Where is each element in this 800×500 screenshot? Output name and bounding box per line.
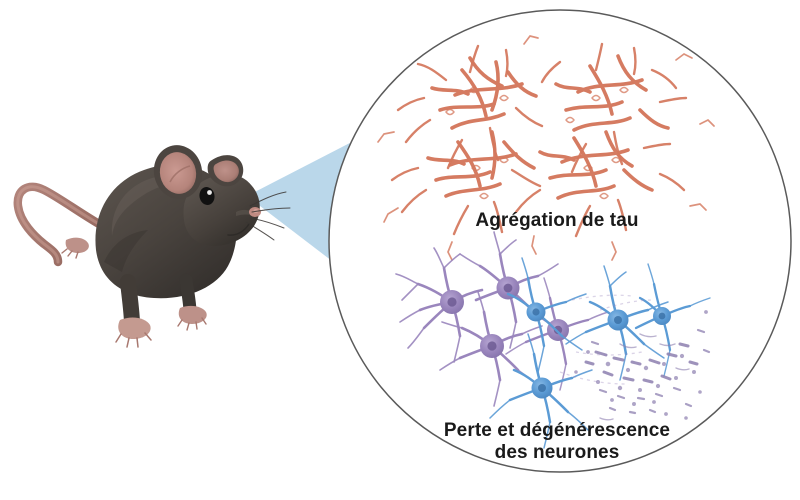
mouse-tail [13,182,111,267]
mouse-whiskers [245,191,291,241]
ghost-processes [559,294,655,385]
degenerating-neuron-network-icon [395,231,711,449]
mouse-hind-foot-far [61,237,89,259]
mouse-eye [199,187,215,205]
mouse-front-foot-far [177,305,207,331]
tau-filament-cluster-icon [377,35,715,261]
neuron-blue-group [489,257,711,449]
laboratory-mouse [13,145,291,348]
mouse-ear-near [153,145,203,199]
mouse-hind-foot-near [115,317,152,348]
caption-neuron-loss: Perte et dégénérescence des neurones [443,420,671,464]
caption-tau-aggregation: Agrégation de tau [475,210,639,231]
neuronal-debris-fragments [574,310,711,421]
mouse-mouth [227,223,250,236]
mouse-ear-far [207,155,244,187]
